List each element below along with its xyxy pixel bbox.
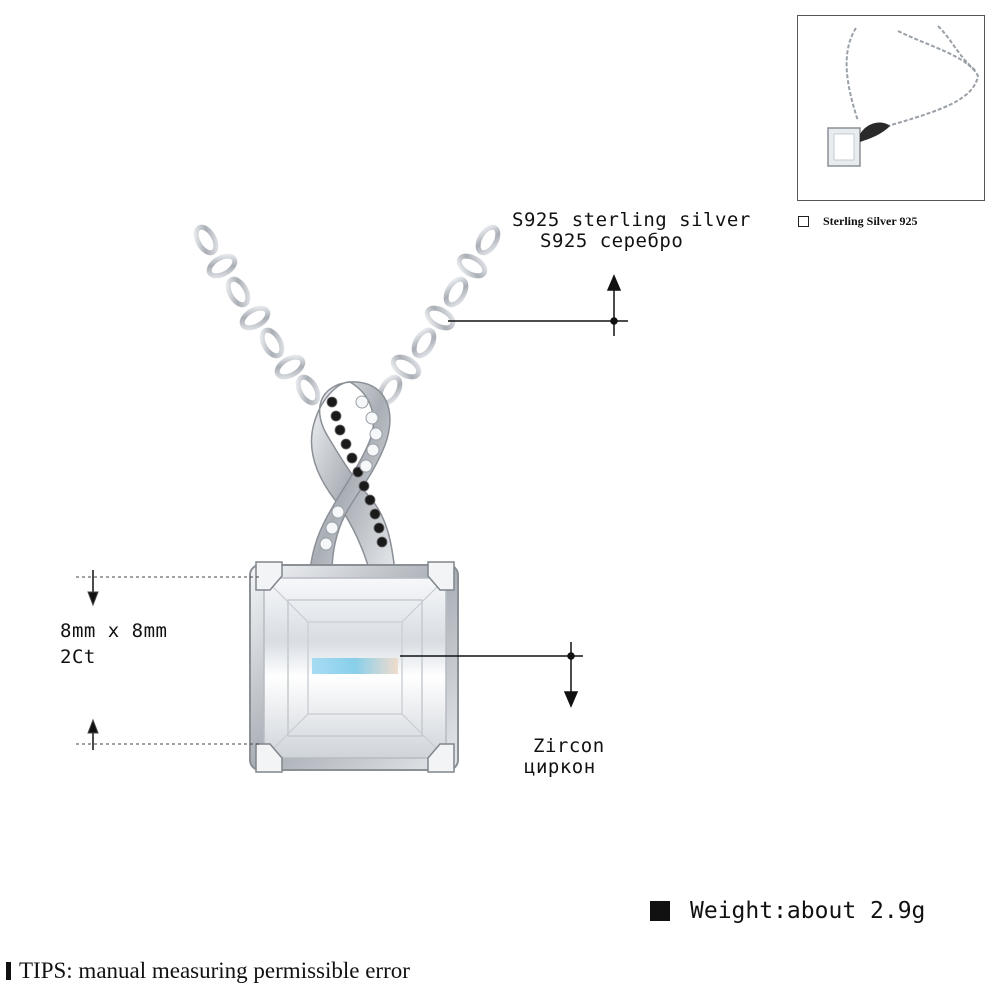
crystal-stone	[249, 561, 459, 773]
stone-callout	[400, 642, 583, 708]
prongs	[255, 561, 455, 773]
stone-label-ru: циркон	[524, 756, 596, 778]
material-callout	[448, 274, 628, 336]
chain-right	[377, 224, 501, 406]
tips-text: TIPS: manual measuring permissible error	[19, 958, 410, 983]
material-label-en: S925 sterling silver	[512, 209, 751, 231]
size-callout	[76, 570, 262, 750]
stone-label-en: Zircon	[533, 735, 605, 757]
weight-row: Weight:about 2.9g	[650, 898, 925, 924]
white-stones	[319, 395, 383, 551]
carat-label: 2Ct	[60, 646, 96, 668]
product-thumbnail[interactable]	[797, 15, 985, 201]
chain-left	[193, 224, 321, 406]
checkbox[interactable]	[798, 216, 809, 227]
bullet-square-icon	[650, 901, 670, 921]
thumbnail-option[interactable]: Sterling Silver 925	[798, 214, 917, 229]
material-label-ru: S925 серебро	[540, 230, 684, 252]
size-label: 8mm x 8mm	[60, 620, 168, 642]
bullet-bar-icon	[6, 962, 11, 980]
thumbnail-necklace-image	[827, 25, 980, 167]
black-stones	[326, 396, 388, 548]
bail	[309, 381, 396, 573]
tips-row: TIPS: manual measuring permissible error	[6, 958, 410, 984]
weight-text: Weight:about 2.9g	[690, 898, 926, 924]
thumbnail-caption: Sterling Silver 925	[823, 214, 918, 228]
